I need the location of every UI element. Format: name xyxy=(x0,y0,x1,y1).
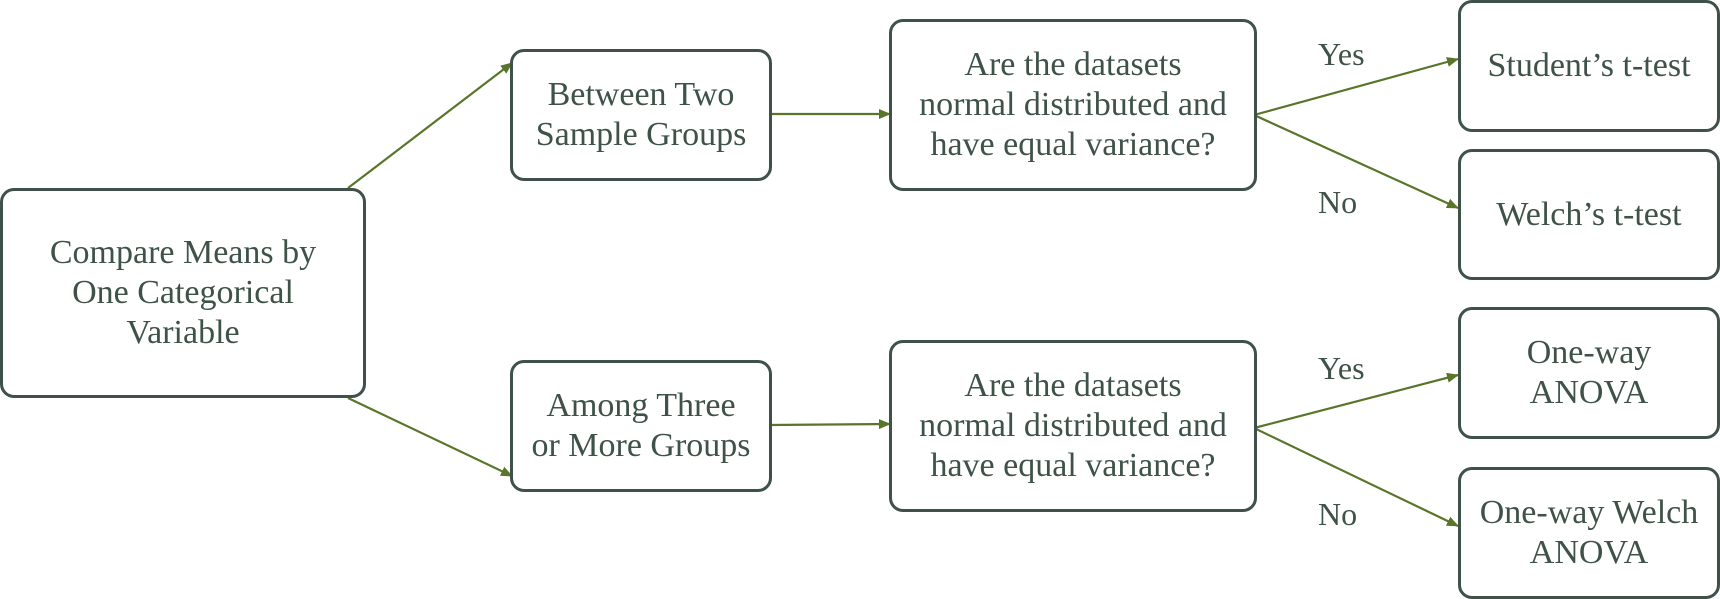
question-three-line-2: normal distributed and xyxy=(919,407,1227,444)
question-two-line-1: Are the datasets xyxy=(964,46,1182,83)
one-way-anova-node: One-way ANOVA xyxy=(1458,307,1720,439)
root-node-line-3: Variable xyxy=(126,314,240,351)
question-three-line-1: Are the datasets xyxy=(964,367,1182,404)
edge-label-yes-top: Yes xyxy=(1318,36,1365,72)
arrow-root-to-three-groups xyxy=(347,397,513,477)
question-two-line-2: normal distributed and xyxy=(919,86,1227,123)
three-groups-line-2: or More Groups xyxy=(531,427,751,464)
three-groups-line-1: Among Three xyxy=(546,387,736,424)
question-three-line-3: have equal variance? xyxy=(930,447,1216,484)
question-three-groups-node: Are the datasets normal distributed and … xyxy=(889,340,1257,512)
two-groups-line-2: Sample Groups xyxy=(535,116,747,153)
welch-t-test-label: Welch’s t-test xyxy=(1496,195,1682,233)
edge-label-yes-bottom: Yes xyxy=(1318,350,1365,386)
arrow-question-three-yes xyxy=(1253,372,1459,430)
two-groups-line-1: Between Two xyxy=(547,76,735,113)
students-t-test-node: Student’s t-test xyxy=(1458,0,1720,132)
question-two-line-3: have equal variance? xyxy=(930,126,1216,163)
welch-t-test-node: Welch’s t-test xyxy=(1458,149,1720,280)
one-way-welch-anova-line-2: ANOVA xyxy=(1529,534,1649,571)
root-node: Compare Means by One Categorical Variabl… xyxy=(0,188,366,398)
two-groups-node: Between Two Sample Groups xyxy=(510,49,772,181)
one-way-welch-anova-line-1: One-way Welch xyxy=(1479,494,1699,531)
arrow-three-groups-to-question xyxy=(769,419,891,430)
edge-label-no-bottom: No xyxy=(1318,496,1358,532)
students-t-test-label: Student’s t-test xyxy=(1487,47,1691,84)
one-way-anova-line-1: One-way xyxy=(1526,334,1652,371)
one-way-anova-line-2: ANOVA xyxy=(1529,374,1649,411)
arrow-question-two-yes xyxy=(1253,57,1459,117)
edge-label-no-top: No xyxy=(1318,184,1358,220)
one-way-welch-anova-node: One-way Welch ANOVA xyxy=(1458,467,1720,599)
question-two-groups-node: Are the datasets normal distributed and … xyxy=(889,19,1257,191)
arrow-root-to-two-groups xyxy=(347,62,513,189)
root-node-line-1: Compare Means by xyxy=(49,234,317,271)
arrow-question-three-no xyxy=(1253,427,1459,527)
three-groups-node: Among Three or More Groups xyxy=(510,360,772,492)
arrow-question-two-no xyxy=(1253,113,1459,210)
root-node-line-2: One Categorical xyxy=(72,274,294,311)
